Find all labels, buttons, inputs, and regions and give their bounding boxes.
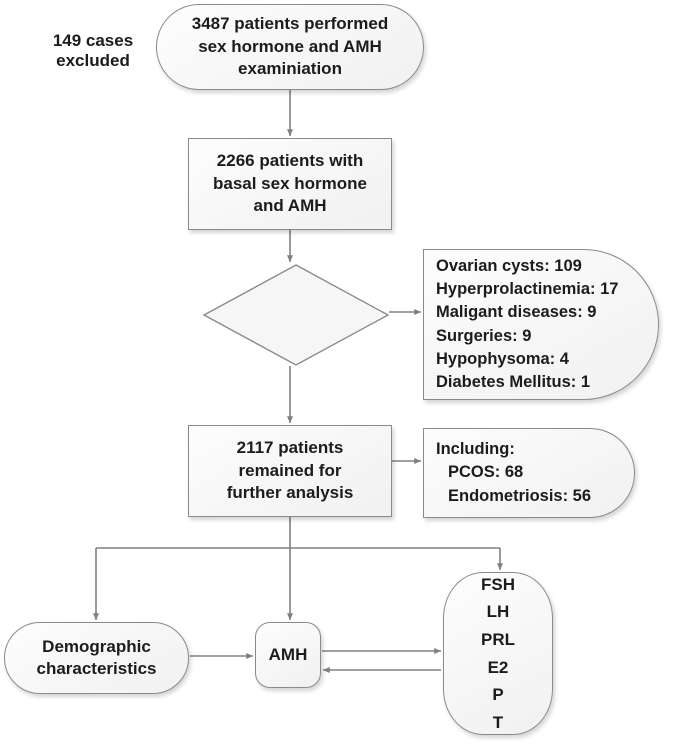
node-demographic-line-2: characteristics — [36, 659, 157, 678]
hormone-fsh: FSH — [481, 574, 515, 594]
node-decision-line-2: excluded — [56, 51, 130, 70]
node-hormone-panel[interactable]: FSH LH PRL E2 P T — [443, 572, 553, 735]
node-amh-label: AMH — [268, 644, 308, 664]
hormone-t: T — [492, 712, 504, 732]
including-line-3: Endometriosis: 56 — [448, 486, 592, 505]
node-remained-line-1: 2117 patients — [236, 438, 344, 458]
node-demographic-characteristics[interactable]: Demographic characteristics — [4, 622, 189, 694]
hormone-prl: PRL — [481, 629, 515, 649]
including-line-2: PCOS: 68 — [448, 463, 524, 482]
node-basal-line-2: basal sex hormone — [212, 173, 367, 193]
node-screened-line-2: sex hormone and AMH — [198, 36, 382, 56]
node-amh[interactable]: AMH — [255, 622, 321, 688]
node-screened-line-3: examiniation — [238, 59, 342, 79]
exclusion-reason-6: Diabetes Mellitus: 1 — [436, 372, 591, 391]
exclusion-reason-4: Surgeries: 9 — [436, 326, 532, 345]
node-basal-hormone-patients[interactable]: 2266 patients with basal sex hormone and… — [188, 138, 392, 230]
node-remained-line-3: further analysis — [226, 483, 354, 503]
node-excluded-decision-label: 149 cases excluded — [0, 0, 186, 102]
node-exclusion-reasons[interactable]: Ovarian cysts: 109 Hyperprolactinemia: 1… — [423, 249, 659, 400]
hormone-p: P — [492, 685, 504, 705]
node-including-subgroups[interactable]: Including: PCOS: 68 Endometriosis: 56 — [423, 428, 635, 518]
node-remained-patients[interactable]: 2117 patients remained for further analy… — [188, 425, 392, 517]
node-basal-line-1: 2266 patients with — [216, 151, 364, 171]
decision-diamond-shape — [202, 264, 390, 366]
node-screened-line-1: 3487 patients performed — [191, 14, 389, 34]
node-decision-line-1: 149 cases — [52, 31, 134, 50]
hormone-e2: E2 — [487, 657, 509, 677]
including-line-1: Including: — [436, 439, 515, 458]
node-basal-line-3: and AMH — [253, 196, 327, 216]
exclusion-reason-2: Hyperprolactinemia: 17 — [436, 280, 619, 299]
node-remained-line-2: remained for — [238, 460, 342, 480]
node-demographic-line-1: Demographic — [42, 636, 151, 656]
node-screened-patients[interactable]: 3487 patients performed sex hormone and … — [156, 4, 424, 90]
exclusion-reason-1: Ovarian cysts: 109 — [436, 257, 582, 276]
exclusion-reason-3: Maligant diseases: 9 — [436, 303, 597, 322]
node-excluded-decision[interactable]: 149 cases excluded — [0, 0, 186, 102]
hormone-lh: LH — [486, 602, 510, 622]
exclusion-reason-5: Hypophysoma: 4 — [436, 349, 569, 368]
